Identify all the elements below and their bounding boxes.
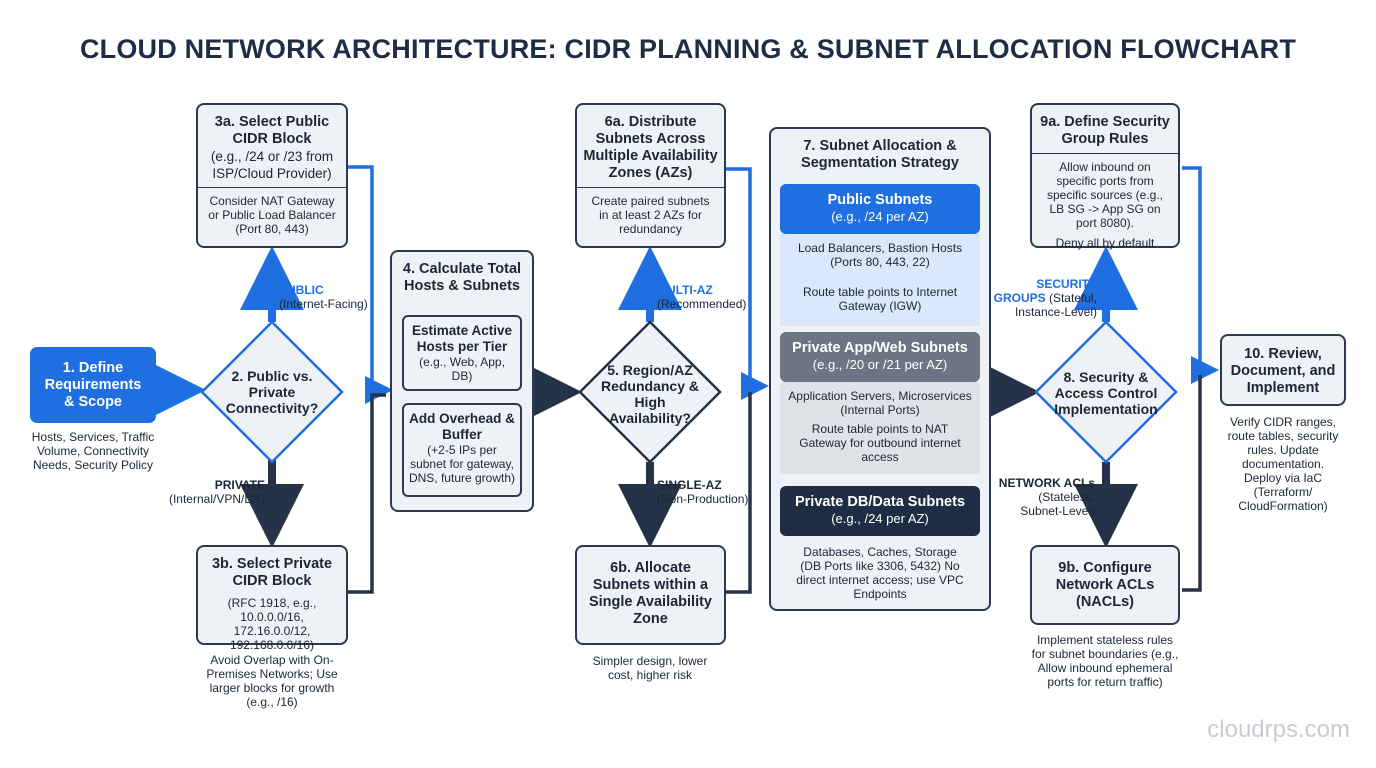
multi-az-branch-label: MULTI-AZ (Recommended)	[657, 283, 746, 311]
step-3a-box: 3a. Select Public CIDR Block (e.g., /24 …	[196, 103, 348, 248]
network-acls-branch-label: NETWORK ACLs (Stateless, Subnet-Level)	[990, 476, 1095, 518]
step-9b-title: 9b. Configure Network ACLs (NACLs)	[1055, 560, 1155, 610]
db-subnets-title: Private DB/Data Subnets	[794, 494, 966, 510]
line-3b-to-4	[348, 393, 386, 594]
multi-az-sub: (Recommended)	[657, 297, 747, 311]
line-6b-to-7	[726, 392, 752, 594]
sg-label-2: GROUPS	[993, 291, 1046, 305]
app-subnets-details: Application Servers, Microservices (Inte…	[780, 382, 980, 474]
security-groups-branch-label: SECURITY GROUPS (Stateful, Instance-Leve…	[990, 277, 1097, 319]
public-subnets-body-2: Route table points to Internet Gateway (…	[802, 285, 958, 313]
step-3a-subtitle: (e.g., /24 or /23 from ISP/Cloud Provide…	[210, 149, 334, 181]
step-3b-box: 3b. Select Private CIDR Block (RFC 1918,…	[196, 545, 348, 652]
sg-label-1: SECURITY	[1036, 277, 1097, 291]
acl-sub-1: (Stateless,	[1038, 490, 1095, 504]
public-label: PUBLIC	[279, 283, 324, 297]
page-title: CLOUD NETWORK ARCHITECTURE: CIDR PLANNIN…	[79, 34, 1297, 64]
step-8-title: 8. Security & Access Control Implementat…	[1054, 369, 1158, 417]
step-9a-body-2: Deny all by default	[1055, 236, 1155, 250]
db-subnets-sub: (e.g., /24 per AZ)	[831, 511, 929, 526]
private-sub: (Internal/VPN/DX)	[168, 492, 265, 506]
acl-label: NETWORK ACLs	[998, 476, 1095, 490]
sg-sub-2: Instance-Level)	[1014, 305, 1097, 319]
step-6b-note: Simpler design, lower cost, higher risk	[592, 654, 708, 682]
app-subnets-body-2: Route table points to NAT Gateway for ou…	[799, 422, 961, 464]
step-9a-body-1: Allow inbound on specific ports from spe…	[1046, 160, 1164, 230]
line-9a-to-10	[1182, 166, 1219, 384]
step-9b-note: Implement stateless rules for subnet bou…	[1031, 633, 1179, 689]
line-6a-to-7	[726, 167, 769, 400]
public-sub: (Internet-Facing)	[279, 297, 368, 311]
step-6a-box: 6a. Distribute Subnets Across Multiple A…	[575, 103, 726, 248]
line-3a-to-4	[348, 165, 393, 404]
public-subnets-title: Public Subnets	[827, 192, 933, 208]
step-3b-note: Avoid Overlap with On-Premises Networks;…	[206, 653, 338, 709]
divider	[1032, 153, 1178, 154]
step-4-overhead-box: Add Overhead & Buffer (+2-5 IPs per subn…	[402, 403, 522, 497]
step-10-box: 10. Review, Document, and Implement	[1220, 334, 1346, 406]
acl-sub-2: Subnet-Level)	[1020, 504, 1095, 518]
decision-diamond-2	[200, 320, 344, 464]
step-4-estimate-box: Estimate Active Hosts per Tier (e.g., We…	[402, 315, 522, 391]
step-3a-title: 3a. Select Public CIDR Block	[214, 114, 330, 147]
step-6a-body: Create paired subnets in at least 2 AZs …	[591, 194, 710, 236]
divider	[577, 187, 724, 188]
public-subnets-sub: (e.g., /24 per AZ)	[831, 209, 929, 224]
step-4-title: 4. Calculate Total Hosts & Subnets	[402, 261, 522, 294]
step-3b-title: 3b. Select Private CIDR Block	[211, 556, 333, 589]
private-label: PRIVATE	[214, 478, 265, 492]
step-7-title: 7. Subnet Allocation & Segmentation Stra…	[801, 138, 959, 171]
estimate-body: (e.g., Web, App, DB)	[419, 355, 505, 383]
estimate-title: Estimate Active Hosts per Tier	[411, 323, 513, 354]
public-subnets-details: Load Balancers, Bastion Hosts (Ports 80,…	[780, 234, 980, 326]
step-9a-box: 9a. Define Security Group Rules Allow in…	[1030, 103, 1180, 250]
decision-diamond-5	[578, 320, 722, 464]
step-5-title: 5. Region/AZ Redundancy & High Availabil…	[600, 362, 699, 426]
overhead-title: Add Overhead & Buffer	[409, 411, 515, 442]
step-6a-title: 6a. Distribute Subnets Across Multiple A…	[583, 114, 718, 181]
step-2-title: 2. Public vs. Private Connectivity?	[225, 368, 319, 416]
step-10-note: Verify CIDR ranges, route tables, securi…	[1227, 415, 1339, 513]
db-subnets-body: Databases, Caches, Storage (DB Ports lik…	[796, 545, 964, 601]
step-3b-body: (RFC 1918, e.g., 10.0.0.0/16, 172.16.0.0…	[227, 596, 317, 652]
line-9b-to-10	[1182, 375, 1202, 592]
single-az-label: SINGLE-AZ	[657, 478, 722, 492]
step-3a-body: Consider NAT Gateway or Public Load Bala…	[208, 194, 336, 236]
private-branch-label: PRIVATE (Internal/VPN/DX)	[165, 478, 265, 506]
public-branch-label: PUBLIC (Internet-Facing)	[279, 283, 368, 311]
decision-diamond-8	[1034, 320, 1178, 464]
app-subnets-header: Private App/Web Subnets (e.g., /20 or /2…	[780, 332, 980, 382]
single-az-branch-label: SINGLE-AZ (Non-Production)	[657, 478, 748, 506]
multi-az-label: MULTI-AZ	[657, 283, 713, 297]
divider	[198, 187, 346, 188]
overhead-body: (+2-5 IPs per subnet for gateway, DNS, f…	[408, 443, 516, 485]
single-az-sub: (Non-Production)	[657, 492, 749, 506]
step-6b-title: 6b. Allocate Subnets within a Single Ava…	[588, 560, 713, 627]
step-1-note: Hosts, Services, Traffic Volume, Connect…	[31, 430, 155, 472]
step-6b-box: 6b. Allocate Subnets within a Single Ava…	[575, 545, 726, 645]
step-9a-title: 9a. Define Security Group Rules	[1040, 114, 1170, 147]
step-1-title: 1. Define Requirements & Scope	[44, 359, 142, 410]
app-subnets-sub: (e.g., /20 or /21 per AZ)	[812, 357, 948, 372]
public-subnets-header: Public Subnets (e.g., /24 per AZ)	[780, 184, 980, 234]
public-subnets-body-1: Load Balancers, Bastion Hosts (Ports 80,…	[797, 241, 963, 269]
app-subnets-title: Private App/Web Subnets	[792, 340, 968, 356]
step-9b-box: 9b. Configure Network ACLs (NACLs)	[1030, 545, 1180, 625]
sg-sub-1: (Stateful,	[1048, 291, 1097, 305]
app-subnets-body-1: Application Servers, Microservices (Inte…	[788, 389, 972, 417]
db-subnets-header: Private DB/Data Subnets (e.g., /24 per A…	[780, 486, 980, 536]
watermark: cloudrps.com	[1207, 716, 1350, 743]
step-10-title: 10. Review, Document, and Implement	[1230, 346, 1336, 396]
step-1-box: 1. Define Requirements & Scope	[30, 347, 156, 423]
